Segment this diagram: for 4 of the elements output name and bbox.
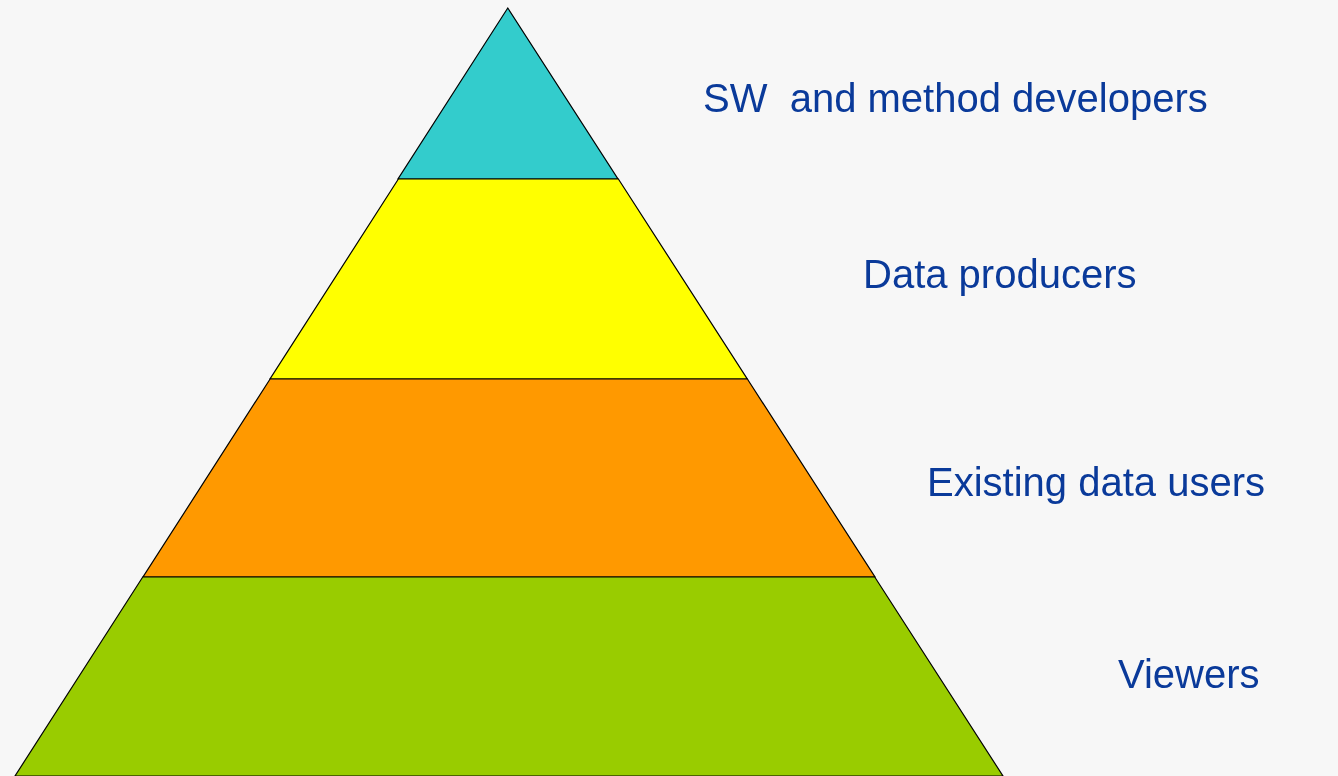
tier-label: Data producers [863, 251, 1137, 298]
tier-label: Existing data users [927, 459, 1265, 506]
tier-label: Viewers [1118, 651, 1260, 698]
tier-label: SW and method developers [703, 75, 1208, 122]
